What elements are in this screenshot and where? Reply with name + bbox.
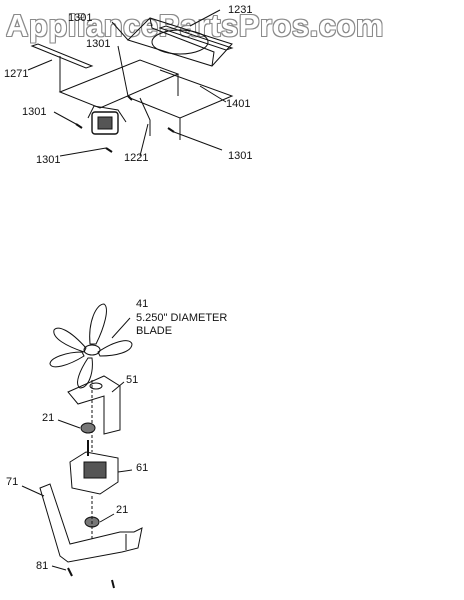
bracket-1221: [139, 97, 151, 136]
callout-61: 61: [136, 462, 149, 474]
motor-bracket-51: [67, 375, 121, 435]
callout-21-lower: 21: [116, 504, 129, 516]
fan-motor-61: [69, 451, 119, 495]
screw-81-a: [67, 567, 73, 577]
shroud-opening: [151, 29, 209, 55]
callout-71: 71: [6, 476, 19, 488]
support-rail-left: [30, 43, 94, 69]
fan-motor-upper: [91, 111, 119, 135]
callout-51: 51: [126, 374, 139, 386]
bracket-51-hole: [89, 382, 103, 390]
blade-diameter-note: 5.250" DIAMETER: [136, 312, 228, 324]
motor-mount-tabs: [87, 105, 127, 123]
panel-1401: [129, 69, 234, 119]
blade-note-word: BLADE: [136, 325, 173, 337]
screw-c: [127, 95, 133, 101]
base-bracket-71: [39, 483, 143, 563]
callout-1401: 1401: [226, 98, 251, 110]
screw-81-b: [111, 579, 115, 589]
callout-1301-left: 1301: [22, 106, 47, 118]
shroud-flange: [149, 17, 215, 67]
callout-1301-top: 1301: [68, 12, 93, 24]
callout-1221: 1221: [124, 152, 149, 164]
grommet-21-upper: [80, 422, 96, 434]
fan-motor-core: [97, 116, 113, 130]
callout-81: 81: [36, 560, 49, 572]
motor-bracket-bar: [58, 59, 180, 109]
support-rail-right: [158, 25, 234, 51]
callout-1271: 1271: [4, 68, 29, 80]
callout-21-upper: 21: [42, 412, 55, 424]
fan-shroud: [127, 17, 233, 67]
screw-b: [105, 147, 113, 153]
callout-41: 41: [136, 298, 149, 310]
callout-1301-right: 1301: [228, 150, 253, 162]
fan-blade-41: [49, 303, 133, 389]
watermark: AppliancePartsPros.com: [6, 8, 384, 43]
screw-a: [75, 123, 83, 129]
callout-1301-upper-left: 1301: [86, 38, 111, 50]
screw-d: [167, 127, 175, 133]
callout-1231: 1231: [228, 4, 253, 16]
callout-1301-bottom-left: 1301: [36, 154, 61, 166]
